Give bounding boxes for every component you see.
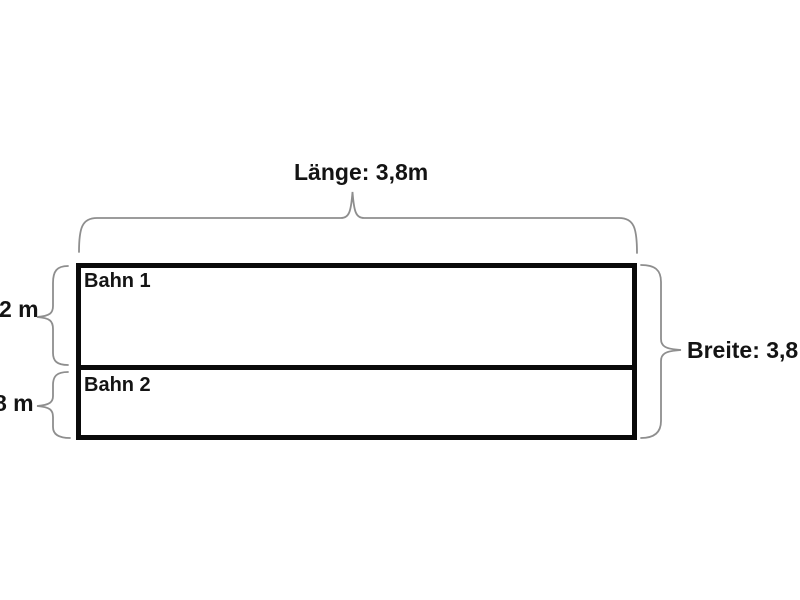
breite-dimension-label: Breite: 3,8 m xyxy=(687,337,800,363)
laenge-dimension-label: Länge: 3,8m xyxy=(294,159,429,185)
laenge-brace-icon xyxy=(78,191,638,254)
lane-label-bahn2: Bahn 2 xyxy=(84,374,151,396)
lane-divider xyxy=(81,365,632,370)
bahn1-brace-icon xyxy=(36,265,69,366)
lane-label-bahn1: Bahn 1 xyxy=(84,270,151,292)
bahn2-width-label: 8 m xyxy=(0,390,34,416)
bahn2-brace-icon xyxy=(36,371,71,439)
bahn1-width-label: 2 m xyxy=(0,296,39,322)
breite-brace-icon xyxy=(640,264,682,439)
lanes-rectangle xyxy=(76,263,637,440)
